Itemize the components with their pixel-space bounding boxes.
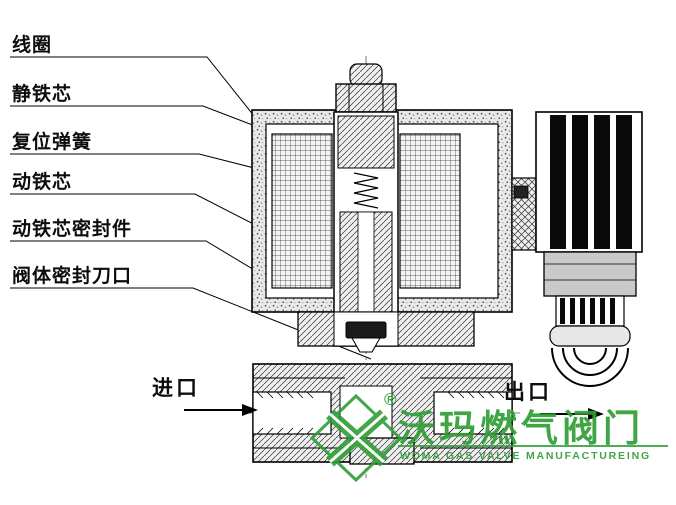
connector-body <box>543 251 637 297</box>
valve-bonnet <box>297 311 475 353</box>
cable-loop <box>551 347 629 387</box>
label-coil: 线圈 <box>12 35 53 56</box>
connector-stripes <box>550 115 632 249</box>
outlet-threads <box>447 391 505 435</box>
watermark-brand: 沃玛燃气阀门 <box>398 408 644 449</box>
outlet-arrow <box>588 408 604 420</box>
inlet-bore <box>252 391 332 435</box>
flow-arrows <box>184 404 604 420</box>
label-moving-core: 动铁芯 <box>12 172 73 193</box>
inlet-label: 进口 <box>152 377 200 400</box>
watermark-subtitle: WOMA GAS VALVE MANUFACTUREING <box>400 450 651 462</box>
woma-logo-icon <box>309 393 403 483</box>
inlet-arrow <box>242 404 258 416</box>
outlet-bore <box>433 391 513 435</box>
label-leader-lines <box>10 56 372 360</box>
electrical-connector <box>511 111 643 387</box>
return-spring-section <box>353 172 379 209</box>
registered-trademark-icon: ® <box>384 390 397 409</box>
label-return-spring: 复位弹簧 <box>12 132 93 153</box>
static-core-section <box>337 115 395 169</box>
gland-nut <box>549 325 631 347</box>
inlet-threads <box>256 391 314 435</box>
label-static-core: 静铁芯 <box>12 84 73 105</box>
label-valve-seal-edge: 阀体密封刀口 <box>12 266 133 287</box>
outlet-label: 出口 <box>504 381 552 404</box>
watermark-divider <box>398 445 668 447</box>
top-fitting <box>335 63 397 113</box>
label-moving-core-seal: 动铁芯密封件 <box>12 219 133 240</box>
